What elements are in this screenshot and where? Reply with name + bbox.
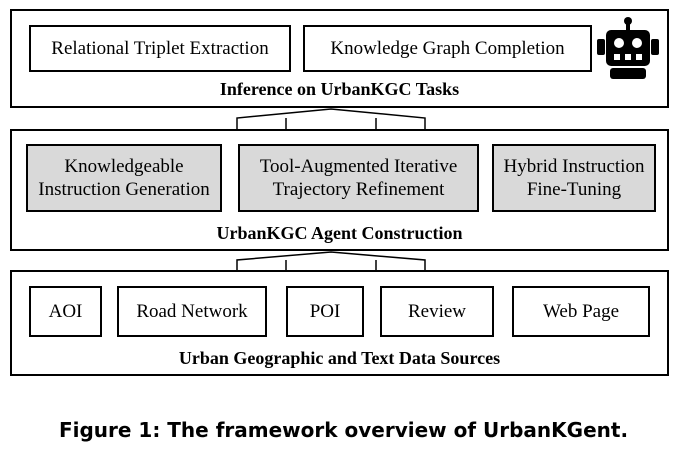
tool-augmented-trajectory-refinement-line-2: Trajectory Refinement (272, 179, 445, 200)
review-box: Review (380, 286, 494, 337)
hybrid-instruction-fine-tuning-line-2: Fine-Tuning (526, 179, 622, 200)
aoi-box: AOI (29, 286, 102, 337)
robot-icon (597, 17, 659, 79)
inference-panel: Relational Triplet Extraction Knowledge … (10, 9, 669, 108)
hybrid-instruction-fine-tuning-box: Hybrid Instruction Fine-Tuning (492, 144, 656, 212)
tool-augmented-trajectory-refinement-box: Tool-Augmented Iterative Trajectory Refi… (238, 144, 479, 212)
relational-triplet-extraction-box: Relational Triplet Extraction (29, 25, 291, 72)
hybrid-instruction-fine-tuning-line-1: Hybrid Instruction (503, 156, 645, 177)
knowledgeable-instruction-generation-box: Knowledgeable Instruction Generation (26, 144, 222, 212)
agent-construction-panel-title: UrbanKGC Agent Construction (216, 223, 463, 243)
knowledge-graph-completion-box: Knowledge Graph Completion (303, 25, 592, 72)
data-sources-panel: AOI Road Network POI Review Web Page Urb… (10, 270, 669, 376)
arrow-bottom-to-middle (236, 251, 426, 271)
agent-construction-panel: Knowledgeable Instruction Generation Too… (10, 129, 669, 251)
inference-panel-title: Inference on UrbanKGC Tasks (219, 79, 460, 99)
web-page-box: Web Page (512, 286, 650, 337)
knowledgeable-instruction-generation-line-2: Instruction Generation (38, 179, 210, 200)
tool-augmented-trajectory-refinement-line-1: Tool-Augmented Iterative (259, 156, 458, 177)
road-network-box: Road Network (117, 286, 267, 337)
poi-box: POI (286, 286, 364, 337)
knowledgeable-instruction-generation-line-1: Knowledgeable (64, 156, 184, 177)
arrow-middle-to-top (236, 108, 426, 130)
figure-caption: Figure 1: The framework overview of Urba… (58, 418, 629, 442)
data-sources-panel-title: Urban Geographic and Text Data Sources (178, 348, 501, 368)
